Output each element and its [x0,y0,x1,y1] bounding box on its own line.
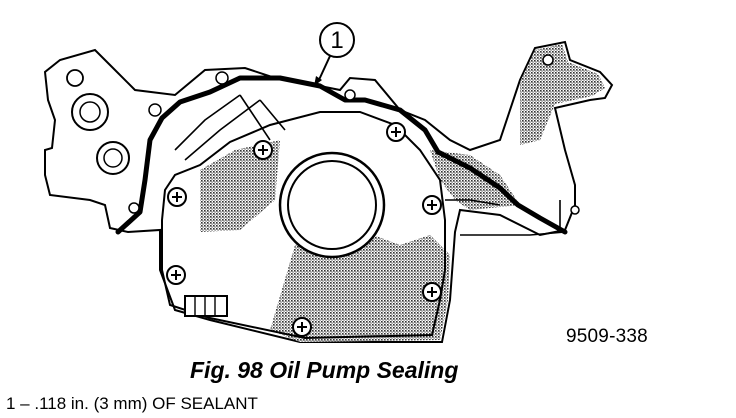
legend-item: 1 – .118 in. (3 mm) OF SEALANT [6,394,258,413]
pump-bore-inner [287,160,377,250]
block-hole-small-c [128,202,140,214]
block-hole-right-a [542,54,554,66]
bolt-icon [167,187,187,207]
bolt-icon [292,317,312,337]
pump-body-outline [161,111,446,340]
block-hole-right-c [344,89,356,101]
block-hole-small-a [148,103,162,117]
block-hole-top [66,69,84,87]
callout-leader [317,55,331,83]
bolt-icon [253,140,273,160]
bolt-icon [166,265,186,285]
bolt-icon [422,195,442,215]
shaded-region-center-left [200,140,280,232]
internal-ribs [174,94,566,236]
shaded-region-upper-right [520,44,605,145]
callout-label: 1 [330,27,343,54]
figure-caption: Fig. 98 Oil Pump Sealing [190,357,459,383]
sealant-bead [115,75,568,235]
block-hole-large-inner [79,101,101,123]
block-hole-right-b [570,205,580,215]
bolt-icon [422,282,442,302]
shaded-region-lower [270,230,450,342]
block-hole-small-b [215,71,229,85]
shaded-region-right-mid [430,150,520,210]
callout-circle [319,22,355,58]
block-boss-lower-inner [103,148,123,168]
figure-reference-code: 9509-338 [566,326,648,347]
callout-arrowhead [314,76,322,86]
relief-valve-plug [184,295,228,317]
bolt-icon [386,122,406,142]
